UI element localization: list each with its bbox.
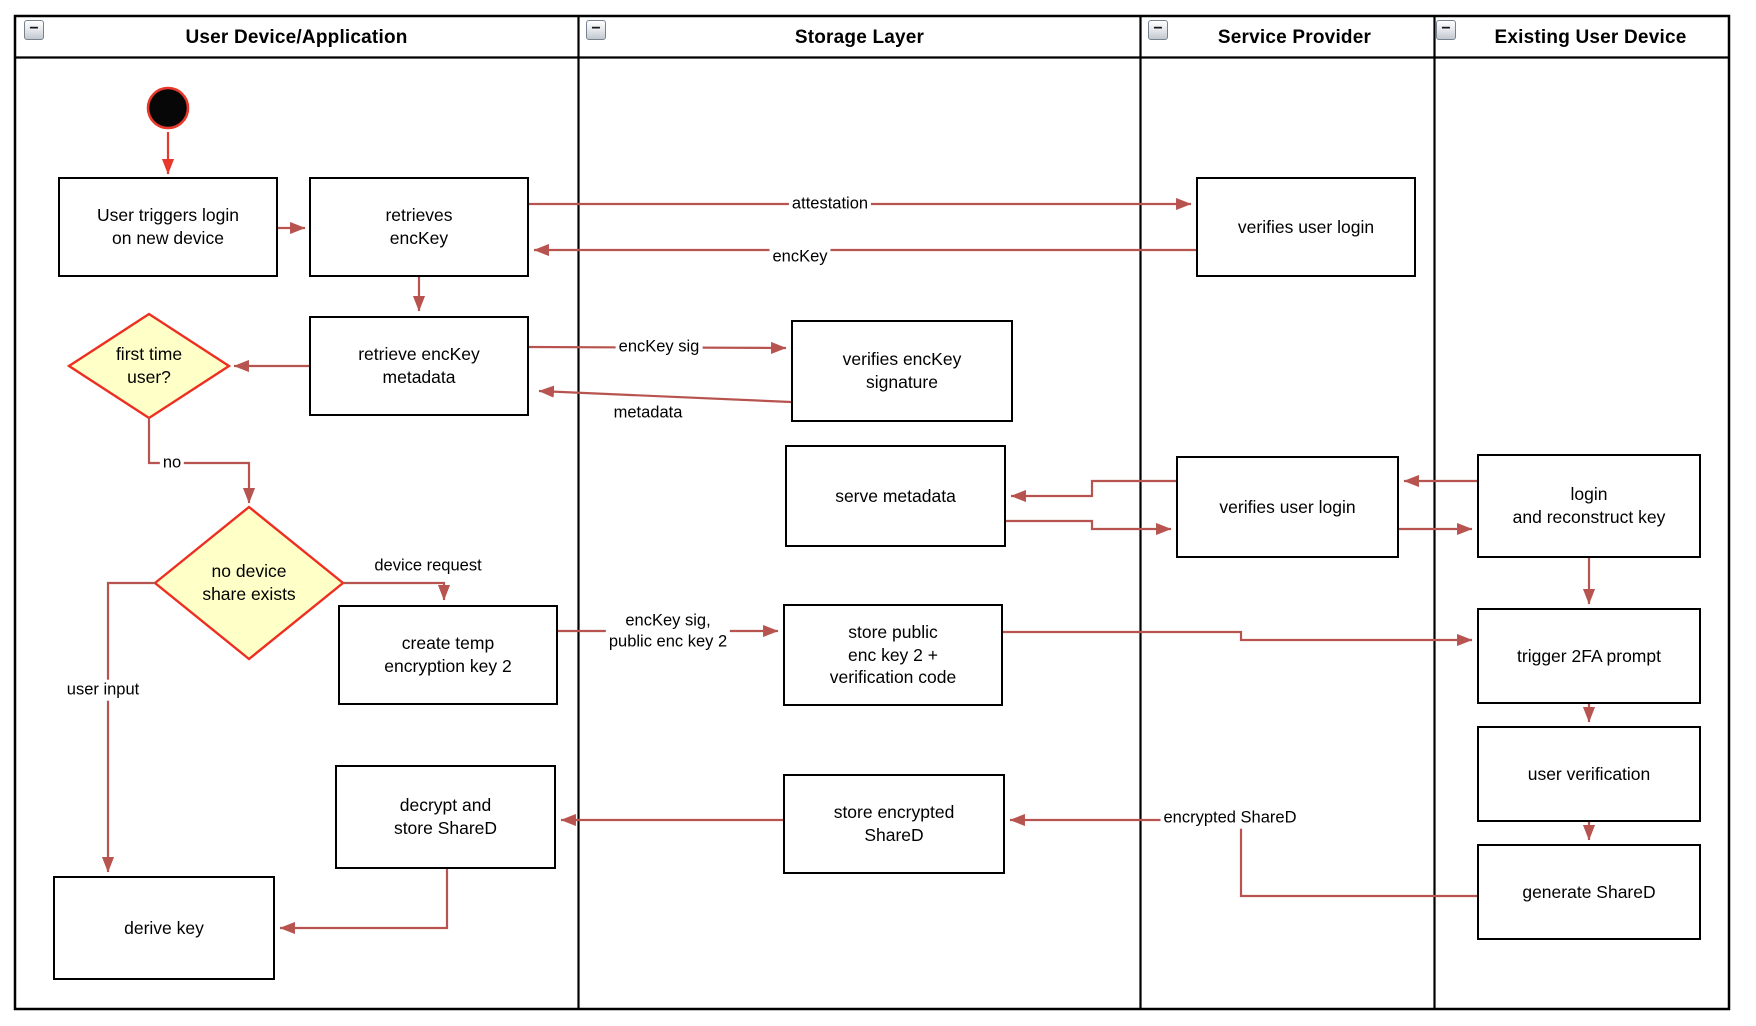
collapse-icon[interactable]: −: [1148, 20, 1168, 40]
edge-label-enckey-sig: encKey sig: [615, 336, 703, 358]
edge-label-enckey-sig-public: encKey sig, public enc key 2: [605, 610, 731, 652]
edge-no-branch: [147, 418, 256, 504]
edge-metadata-return: [538, 385, 792, 404]
edge-label-no: no: [159, 452, 185, 474]
node-login-reconstruct-key[interactable]: login and reconstruct key: [1477, 454, 1701, 558]
edge-encrypted-shared: [1009, 813, 1477, 898]
node-generate-shared[interactable]: generate ShareD: [1477, 844, 1701, 940]
edge-serve-to-verifies: [1006, 519, 1172, 536]
collapse-icon[interactable]: −: [586, 20, 606, 40]
decision-first-time-user: first time user?: [115, 344, 183, 387]
edge-verifies-to-serve: [1010, 479, 1176, 503]
edge-store-to-trigger-2fa: [1003, 630, 1473, 647]
node-user-verification[interactable]: user verification: [1477, 726, 1701, 822]
edge-label-metadata: metadata: [610, 402, 686, 424]
node-serve-metadata[interactable]: serve metadata: [785, 445, 1006, 547]
edge-decrypt-to-derive: [279, 869, 449, 935]
node-verifies-enckey-signature[interactable]: verifies encKey signature: [791, 320, 1013, 422]
node-retrieves-enckey[interactable]: retrieves encKey: [309, 177, 529, 277]
lane-title-user-device: User Device/Application: [185, 27, 408, 48]
swimlane-outer-border: [13, 14, 1731, 1011]
edge-label-encrypted-shared: encrypted ShareD: [1160, 807, 1300, 829]
decision-no-device-share: no device share exists: [202, 561, 296, 604]
node-store-public-key[interactable]: store public enc key 2 + verification co…: [783, 604, 1003, 706]
collapse-icon[interactable]: −: [1436, 20, 1456, 40]
node-verifies-user-login-mid[interactable]: verifies user login: [1176, 456, 1399, 558]
node-trigger-2fa-prompt[interactable]: trigger 2FA prompt: [1477, 608, 1701, 704]
decision-first-time-user-shape[interactable]: [66, 312, 232, 420]
edge-label-attestation: attestation: [788, 193, 872, 215]
edge-user-input: [101, 581, 155, 873]
node-user-triggers-login[interactable]: User triggers login on new device: [58, 177, 278, 277]
lane-title-existing-device: Existing User Device: [1494, 27, 1687, 48]
edge-label-enckey: encKey: [769, 246, 831, 268]
node-store-encrypted-shared[interactable]: store encrypted ShareD: [783, 774, 1005, 874]
node-retrieve-metadata[interactable]: retrieve encKey metadata: [309, 316, 529, 416]
node-create-temp-key[interactable]: create temp encryption key 2: [338, 605, 558, 705]
edge-label-device-request: device request: [374, 556, 482, 575]
collapse-icon[interactable]: −: [24, 20, 44, 40]
lane-title-storage-layer: Storage Layer: [794, 27, 925, 48]
start-node[interactable]: [146, 86, 190, 130]
node-decrypt-store-shared[interactable]: decrypt and store ShareD: [335, 765, 556, 869]
node-derive-key[interactable]: derive key: [53, 876, 275, 980]
lane-title-service-provider: Service Provider: [1217, 27, 1372, 48]
node-verifies-user-login-top[interactable]: verifies user login: [1196, 177, 1416, 277]
edge-label-user-input: user input: [63, 679, 143, 701]
edge-device-request: [343, 581, 451, 601]
